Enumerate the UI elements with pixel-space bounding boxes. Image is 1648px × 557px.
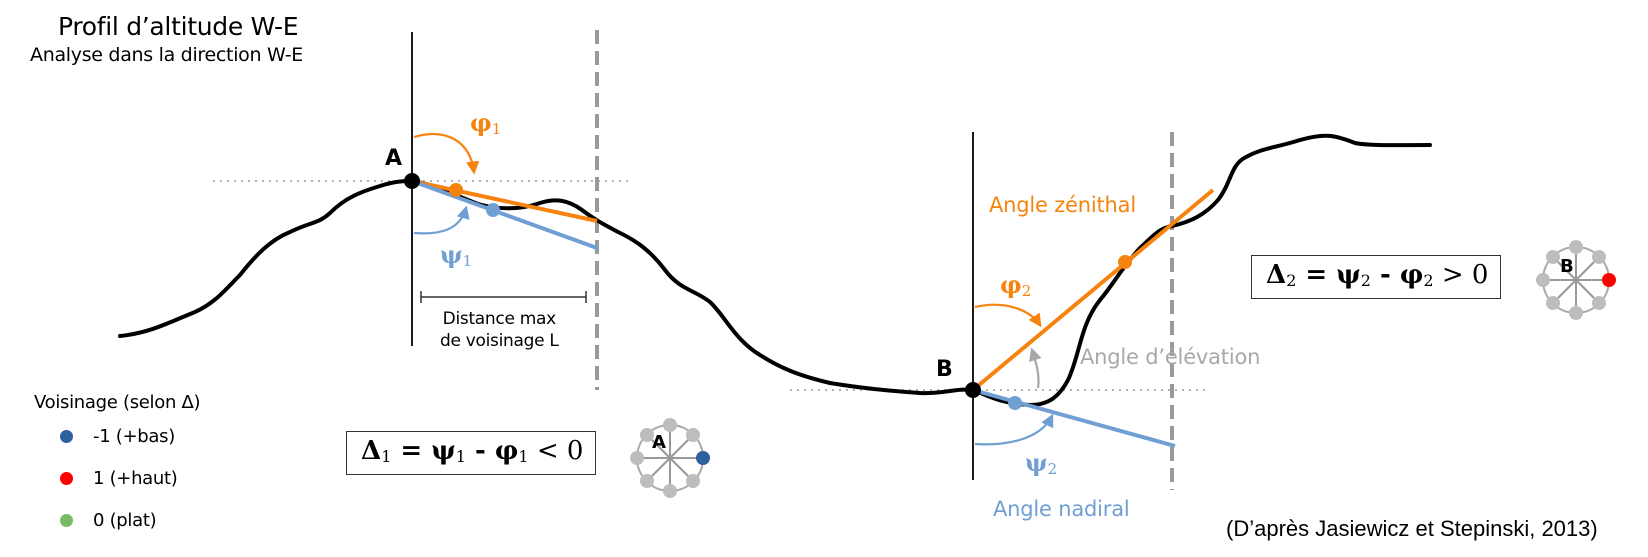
psi1-label: ψ1 — [440, 240, 472, 270]
f1-eq: = — [391, 436, 432, 466]
f2-relation: > 0 — [1433, 260, 1489, 290]
f1-phi-index: 1 — [518, 447, 529, 466]
blue-dot-icon — [60, 429, 73, 443]
f1-delta-index: 1 — [381, 447, 392, 466]
legend-item-label: -1 (+bas) — [93, 425, 175, 447]
nadir-angle-label: Angle nadiral — [993, 497, 1130, 521]
f2-phi: φ — [1399, 260, 1424, 290]
f2-eq: = — [1296, 260, 1337, 290]
psi1-index: 1 — [462, 252, 473, 270]
neighborhood-a-label: A — [652, 432, 666, 453]
nadir-line-a — [411, 179, 598, 250]
point-b — [965, 382, 981, 398]
f1-psi-index: 1 — [455, 447, 466, 466]
f1-relation: < 0 — [528, 436, 584, 466]
terrain-profile — [118, 133, 1432, 408]
elevation-angle-label: Angle d’élévation — [1080, 345, 1261, 369]
point-b-label: B — [936, 357, 953, 382]
elevation-arc — [1029, 347, 1042, 389]
point-a — [404, 173, 420, 189]
zenith-point-a — [449, 183, 463, 197]
f2-phi-index: 2 — [1423, 271, 1434, 290]
psi2-label: ψ2 — [1025, 448, 1057, 478]
phi2-index: 2 — [1021, 282, 1032, 300]
zenith-angle-label: Angle zénithal — [989, 193, 1136, 217]
zenith-line-a — [411, 179, 598, 223]
phi1-symbol: φ — [470, 108, 492, 137]
phi2-symbol: φ — [1000, 270, 1022, 299]
neighborhood-a-icon — [630, 418, 710, 498]
red-dot-icon — [60, 471, 73, 485]
psi1-arc — [413, 205, 470, 235]
nadir-line-b — [972, 388, 1176, 448]
zenith-point-b — [1118, 255, 1132, 269]
f2-psi: ψ — [1336, 260, 1361, 290]
phi2-label: φ2 — [1000, 270, 1031, 300]
nadir-point-a — [486, 203, 500, 217]
legend-item-higher: 1 (+haut) — [34, 467, 200, 489]
psi2-arc — [974, 413, 1054, 446]
f1-delta: Δ — [361, 436, 382, 466]
f2-delta-index: 2 — [1286, 271, 1297, 290]
formula-delta1: Δ1 = ψ1 - φ1 < 0 — [346, 431, 596, 475]
green-dot-icon — [60, 513, 73, 527]
zenith-line-b — [971, 188, 1215, 392]
psi1-symbol: ψ — [440, 240, 463, 269]
f2-delta: Δ — [1266, 260, 1287, 290]
nadir-point-b — [1008, 396, 1022, 410]
phi1-arc — [413, 133, 480, 175]
neighbor-east-a — [696, 451, 710, 465]
neighborhood-legend: Voisinage (selon Δ) -1 (+bas) 1 (+haut) … — [34, 392, 201, 551]
citation: (D’après Jasiewicz et Stepinski, 2013) — [1226, 516, 1598, 541]
legend-item-label: 0 (plat) — [93, 509, 157, 531]
phi1-label: φ1 — [470, 108, 501, 138]
formula-delta2: Δ2 = ψ2 - φ2 > 0 — [1251, 255, 1501, 299]
f1-minus: - — [465, 436, 495, 466]
neighbor-east-b — [1602, 273, 1616, 287]
neighborhood-b-label: B — [1560, 256, 1574, 277]
f1-phi: φ — [494, 436, 519, 466]
f1-psi: ψ — [431, 436, 456, 466]
diagram-title: Profil d’altitude W-E — [58, 12, 299, 41]
phi1-index: 1 — [491, 120, 502, 138]
neighborhood-b-icon — [1536, 240, 1616, 320]
legend-item-flat: 0 (plat) — [34, 509, 200, 531]
distance-label: Distance max de voisinage L — [440, 308, 559, 352]
legend-title: Voisinage (selon Δ) — [34, 392, 201, 413]
psi2-index: 2 — [1047, 460, 1058, 478]
diagram-subtitle: Analyse dans la direction W-E — [30, 44, 303, 66]
f2-psi-index: 2 — [1360, 271, 1371, 290]
f2-minus: - — [1370, 260, 1400, 290]
psi2-symbol: ψ — [1025, 448, 1048, 477]
legend-item-lower: -1 (+bas) — [34, 425, 200, 447]
point-a-label: A — [385, 146, 403, 171]
distance-label-line2: de voisinage L — [440, 331, 559, 351]
phi2-arc — [974, 303, 1042, 328]
legend-item-label: 1 (+haut) — [93, 467, 178, 489]
distance-label-line1: Distance max — [442, 309, 556, 329]
